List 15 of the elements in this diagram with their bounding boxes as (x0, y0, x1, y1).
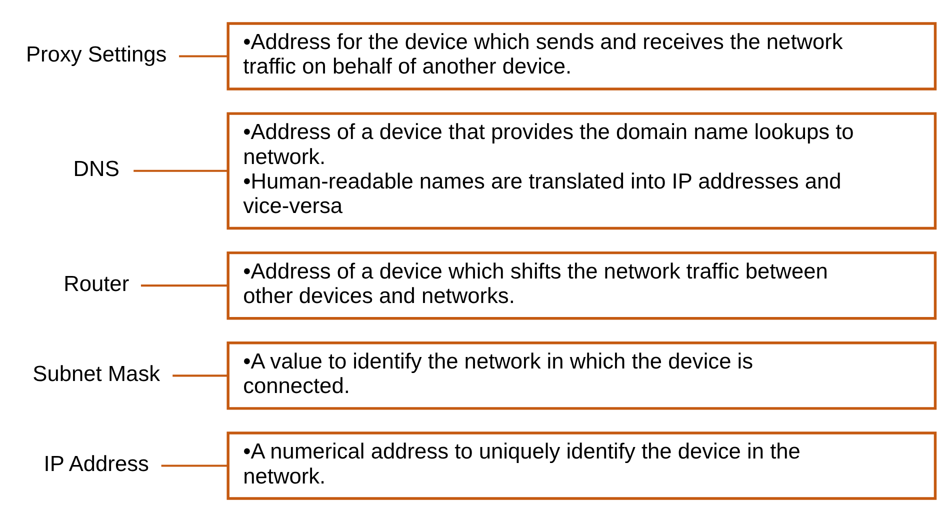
node-text: Router (64, 270, 130, 296)
node-box: •Address of a device which shifts the network traffic between other devices and networks. (226, 250, 937, 320)
node-text: Subnet Mask (32, 360, 160, 386)
node-box: •A value to identify the network in which the device is connected. (226, 341, 937, 410)
node-box: •Address for the device which sends and receives the network traffic on behalf of another device. (226, 22, 937, 90)
connector (179, 54, 228, 57)
connector (161, 464, 228, 466)
connector (172, 374, 228, 376)
node-box: •Address of a device that provides the domain name lookups to network. •Human-readable names are translated into IP addresses and vice-versa (226, 112, 937, 230)
connector (140, 284, 228, 286)
connector (134, 169, 228, 172)
node-text: Proxy Settings (26, 40, 167, 66)
node-box: •A numerical address to uniquely identify the device in the network. (226, 431, 937, 500)
node-text: DNS (73, 156, 120, 181)
node-text: IP Address (44, 450, 149, 476)
